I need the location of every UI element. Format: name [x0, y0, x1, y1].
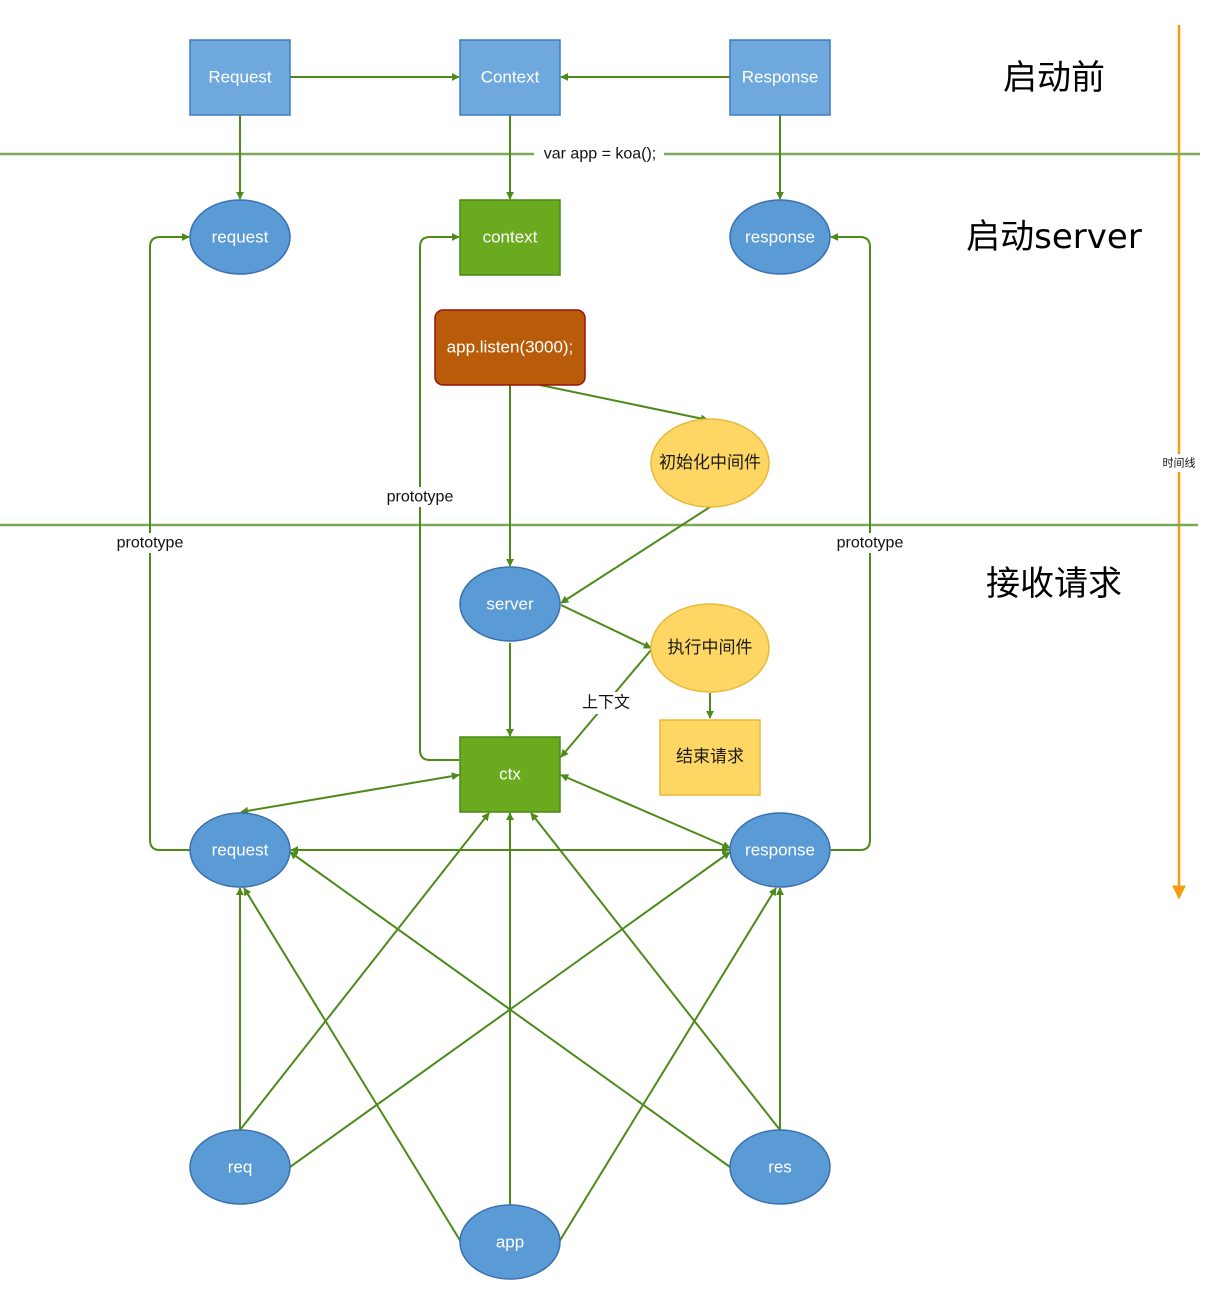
divider-label-bg: [534, 143, 664, 165]
edge-initMiddleware-server: [560, 506, 711, 604]
node-app[interactable]: app: [459, 1204, 561, 1280]
node-Context-class[interactable]: Context: [459, 39, 561, 116]
svg-text:app.listen(3000);: app.listen(3000);: [447, 338, 574, 357]
svg-text:Response: Response: [742, 68, 819, 87]
edge-res-ctx: [530, 812, 781, 1131]
node-response-proto[interactable]: response: [729, 199, 831, 275]
node-end-request[interactable]: 结束请求: [659, 719, 761, 796]
svg-text:context: context: [483, 228, 538, 247]
svg-text:app: app: [496, 1233, 524, 1252]
prototype-left-label-bg: [110, 533, 190, 553]
svg-text:ctx: ctx: [499, 765, 521, 784]
edge-ctx-response: [560, 774, 731, 849]
svg-text:res: res: [768, 1158, 792, 1177]
edge-server-execMiddleware: [560, 604, 652, 649]
node-request-proto[interactable]: request: [189, 199, 291, 275]
svg-text:server: server: [486, 595, 534, 614]
svg-text:request: request: [212, 228, 269, 247]
svg-text:执行中间件: 执行中间件: [668, 638, 753, 658]
divider-label: var app = koa();: [544, 146, 657, 163]
node-res[interactable]: res: [729, 1129, 831, 1205]
edge-ctx-request: [240, 772, 460, 815]
svg-text:request: request: [212, 841, 269, 860]
svg-text:req: req: [228, 1158, 253, 1177]
node-req[interactable]: req: [189, 1129, 291, 1205]
prototype-right-label: prototype: [837, 535, 904, 552]
svg-text:初始化中间件: 初始化中间件: [659, 453, 761, 473]
phase-label-start-server: 启动server: [966, 217, 1142, 257]
node-app-listen[interactable]: app.listen(3000);: [434, 309, 586, 386]
node-init-middleware[interactable]: 初始化中间件: [650, 418, 770, 508]
context-label-bg: [578, 692, 634, 714]
node-context-proto[interactable]: context: [459, 199, 561, 276]
prototype-center-label-bg: [380, 487, 460, 507]
edge-req-ctx: [239, 812, 490, 1131]
node-exec-middleware[interactable]: 执行中间件: [650, 603, 770, 693]
node-Request-class[interactable]: Request: [189, 39, 291, 116]
node-server[interactable]: server: [459, 566, 561, 642]
edge-listen-initMiddleware: [539, 384, 709, 423]
svg-text:结束请求: 结束请求: [676, 747, 744, 767]
edge-app-request: [243, 887, 462, 1243]
phase-label-before-start: 启动前: [1003, 58, 1105, 98]
prototype-right-label-bg: [830, 533, 910, 553]
context-edge-label: 上下文: [582, 694, 630, 712]
timeline-label: 时间线: [1163, 456, 1196, 470]
prototype-left-label: prototype: [117, 535, 184, 552]
node-request-instance[interactable]: request: [189, 812, 291, 888]
svg-text:response: response: [745, 228, 815, 247]
prototype-center-label: prototype: [387, 489, 454, 506]
node-Response-class[interactable]: Response: [729, 39, 831, 116]
timeline-label-bg: [1158, 454, 1200, 472]
node-response-instance[interactable]: response: [729, 812, 831, 888]
node-ctx[interactable]: ctx: [459, 736, 561, 813]
svg-text:Request: Request: [208, 68, 272, 87]
svg-text:Context: Context: [481, 68, 540, 87]
svg-text:response: response: [745, 841, 815, 860]
phase-label-receive-request: 接收请求: [986, 564, 1122, 604]
edge-app-response: [558, 887, 777, 1243]
